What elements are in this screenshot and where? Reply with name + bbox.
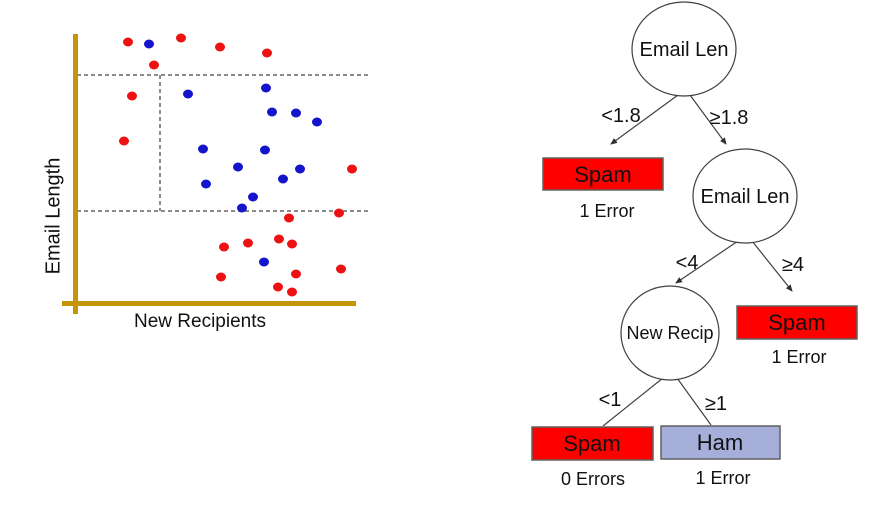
leaf-spam-2-box xyxy=(736,305,858,340)
ham-blue-dot xyxy=(267,107,277,117)
leaf-spam-3-error: 0 Errors xyxy=(561,469,625,489)
leaf-ham-box xyxy=(660,425,781,460)
leaf-spam-3-label: Spam xyxy=(563,431,620,456)
ham-blue-dot xyxy=(233,162,243,172)
spam-red-dot xyxy=(123,37,133,47)
spam-red-dot xyxy=(176,33,186,43)
node2-circle xyxy=(692,148,798,244)
x-axis-line xyxy=(62,301,356,306)
ham-blue-dot xyxy=(198,144,208,154)
spam-red-dot xyxy=(274,234,284,244)
decision-boundary-lower xyxy=(77,210,371,212)
leaf-ham-label: Ham xyxy=(697,430,743,455)
ham-blue-dot xyxy=(237,203,247,213)
ham-blue-dot xyxy=(312,117,322,127)
edge-label-lt-1-8: <1.8 xyxy=(601,105,640,127)
y-axis-line xyxy=(73,34,78,314)
ham-blue-dot xyxy=(295,164,305,174)
spam-red-dot xyxy=(149,60,159,70)
ham-blue-dot xyxy=(259,257,269,267)
x-axis-label: New Recipients xyxy=(134,311,266,332)
ham-blue-dot xyxy=(144,39,154,49)
spam-red-dot xyxy=(219,242,229,252)
edge-node3-to-ham xyxy=(676,377,712,426)
spam-red-dot xyxy=(262,48,272,58)
spam-red-dot xyxy=(336,264,346,274)
spam-red-dot xyxy=(127,91,137,101)
spam-red-dot xyxy=(119,136,129,146)
leaf-spam-2-label: Spam xyxy=(768,310,825,335)
spam-red-dot xyxy=(216,272,226,282)
spam-red-dot xyxy=(243,238,253,248)
leaf-spam-1-error: 1 Error xyxy=(579,201,634,221)
ham-blue-dot xyxy=(201,179,211,189)
spam-red-dot xyxy=(284,213,294,223)
leaf-spam-3-box xyxy=(531,426,654,461)
edge-label-ge-4: ≥4 xyxy=(782,254,804,276)
ham-blue-dot xyxy=(248,192,258,202)
ham-blue-dot xyxy=(183,89,193,99)
edge-node2-to-spam2 xyxy=(751,240,793,292)
edge-label-lt-1: <1 xyxy=(599,389,622,411)
node3-label: New Recip xyxy=(626,323,713,343)
root-node-label: Email Len xyxy=(640,39,729,61)
spam-red-dot xyxy=(334,208,344,218)
leaf-spam-1-label: Spam xyxy=(574,162,631,187)
edge-label-ge-1-8: ≥1.8 xyxy=(710,107,749,129)
spam-red-dot xyxy=(287,239,297,249)
edge-root-to-node2 xyxy=(689,94,727,145)
spam-red-dot xyxy=(215,42,225,52)
leaf-spam-1-box xyxy=(542,157,664,191)
spam-red-dot xyxy=(291,269,301,279)
root-node-circle xyxy=(631,1,737,97)
edge-node2-to-node3 xyxy=(675,240,739,284)
ham-blue-dot xyxy=(278,174,288,184)
edge-label-ge-1: ≥1 xyxy=(705,393,727,415)
edge-label-lt-4: <4 xyxy=(676,252,699,274)
decision-boundary-vertical xyxy=(159,75,161,211)
ham-blue-dot xyxy=(260,145,270,155)
spam-red-dot xyxy=(347,164,357,174)
leaf-spam-2-error: 1 Error xyxy=(771,347,826,367)
edge-root-to-spam1 xyxy=(610,94,679,145)
node3-circle xyxy=(620,285,720,381)
spam-red-dot xyxy=(287,287,297,297)
ham-blue-dot xyxy=(291,108,301,118)
edge-node3-to-spam3 xyxy=(602,377,664,427)
decision-boundary-upper xyxy=(77,74,371,76)
node2-label: Email Len xyxy=(701,186,790,208)
leaf-ham-error: 1 Error xyxy=(695,468,750,488)
spam-red-dot xyxy=(273,282,283,292)
ham-blue-dot xyxy=(261,83,271,93)
